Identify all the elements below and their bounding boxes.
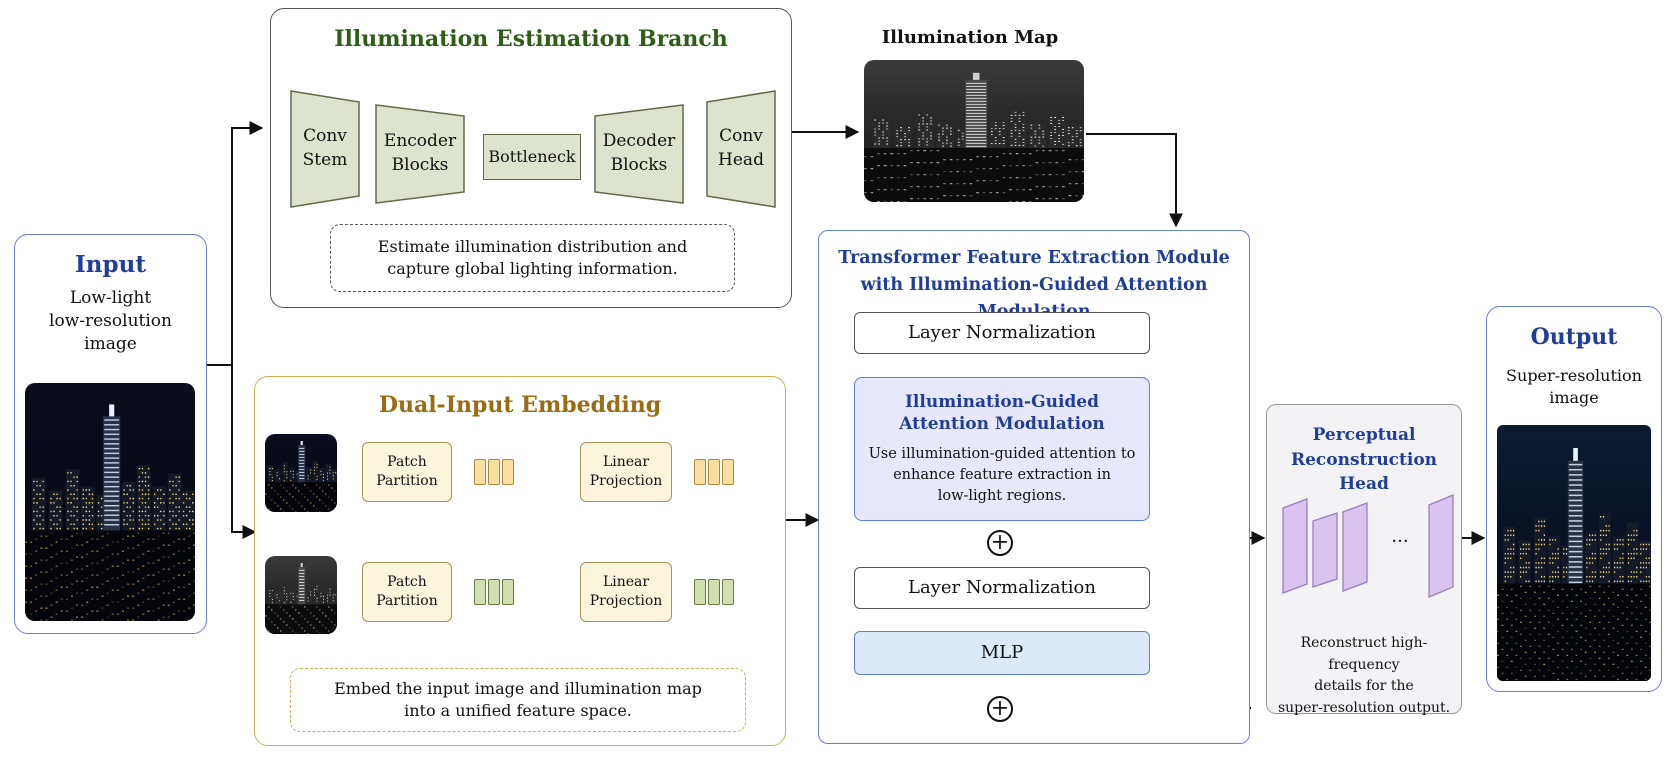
token [488,459,500,485]
residual-add-1: + [987,530,1013,556]
embedding-title: Dual-Input Embedding [378,392,662,418]
token [708,579,720,605]
feature-plate-2 [1312,512,1338,588]
residual-add-2: + [987,696,1013,722]
layer-norm-2: Layer Normalization [854,567,1150,609]
token [722,459,734,485]
token [694,579,706,605]
token [474,459,486,485]
mlp-block: MLP [854,631,1150,675]
arrow-map-to-transformer [1086,133,1183,228]
input-description: Low-light low-resolution image [49,288,172,354]
input-title: Input [75,251,146,278]
embedding-panel: Dual-Input Embedding [254,376,786,746]
reconstruction-title: Perceptual Reconstruction Head [1290,425,1438,495]
token [502,579,514,605]
illumination-branch-title: Illumination Estimation Branch [334,26,728,52]
token [488,579,500,605]
token [708,459,720,485]
input-panel: Input Low-light low-resolution image [14,234,207,634]
plate-ellipsis: ··· [1391,531,1409,552]
feature-plate-4 [1428,494,1454,598]
layer-norm-1: Layer Normalization [854,312,1150,354]
feature-plate-3 [1342,502,1368,592]
arrow-input-to-embedding [231,365,257,539]
token [502,459,514,485]
illumination-map-title: Illumination Map [881,27,1059,48]
token [694,459,706,485]
output-title: Output [1530,324,1618,350]
patch-tokens-bottom [474,579,514,605]
embedded-tokens-top [694,459,734,485]
output-panel: Output Super-resolution image [1486,306,1662,692]
token [722,579,734,605]
feature-plate-1 [1282,498,1308,594]
token [474,579,486,605]
reconstruction-description: Reconstruct high-frequency details for t… [1277,635,1451,717]
embedded-tokens-bottom [694,579,734,605]
igam-block: Illumination-Guided Attention Modulation… [854,377,1150,521]
input-image [25,383,195,621]
bottleneck-block: Bottleneck [483,134,581,180]
patch-tokens-top [474,459,514,485]
illumination-map-image [864,60,1084,202]
output-image [1497,425,1651,681]
embedding-map-thumbnail [265,556,337,634]
arrow-input-split [205,121,264,366]
embedding-note: Embed the input image and illumination m… [290,668,746,732]
embedding-input-thumbnail [265,434,337,512]
output-description: Super-resolution image [1506,366,1642,407]
